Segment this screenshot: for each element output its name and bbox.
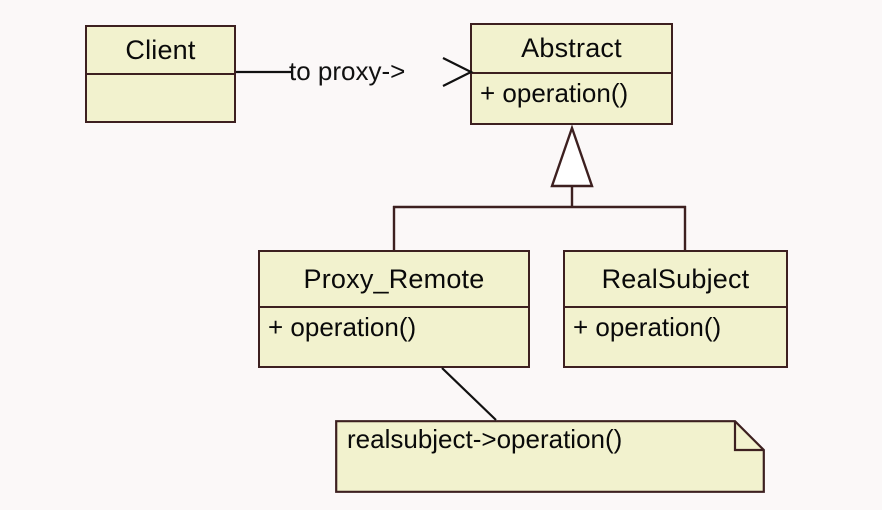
arrowhead-open-icon [442,57,474,87]
class-member-real-subject-operation: + operation() [573,312,722,342]
uml-class-proxy-remote[interactable]: Proxy_Remote + operation() [258,250,530,368]
compartment-divider [87,73,234,75]
class-name-client: Client [125,34,196,65]
compartment-divider [260,306,528,308]
class-name-abstract: Abstract [521,33,622,63]
class-name-real-subject: RealSubject [601,263,750,294]
class-name-proxy-remote: Proxy_Remote [303,263,485,294]
uml-class-client[interactable]: Client [85,25,236,123]
class-members-client [87,75,234,121]
note-text: realsubject->operation() [347,424,623,454]
uml-class-abstract[interactable]: Abstract + operation() [470,23,673,125]
uml-note[interactable]: realsubject->operation() [335,420,765,493]
uml-class-real-subject[interactable]: RealSubject + operation() [563,250,788,368]
note-shape-icon [335,420,765,493]
note-anchor-line [441,367,497,421]
inheritance-triangle-icon [550,124,594,188]
compartment-divider [472,72,671,74]
compartment-divider [565,306,786,308]
class-member-proxy-remote-operation: + operation() [268,312,417,342]
class-member-abstract-operation: + operation() [480,78,629,108]
association-label-to-proxy: to proxy-> [289,56,406,86]
